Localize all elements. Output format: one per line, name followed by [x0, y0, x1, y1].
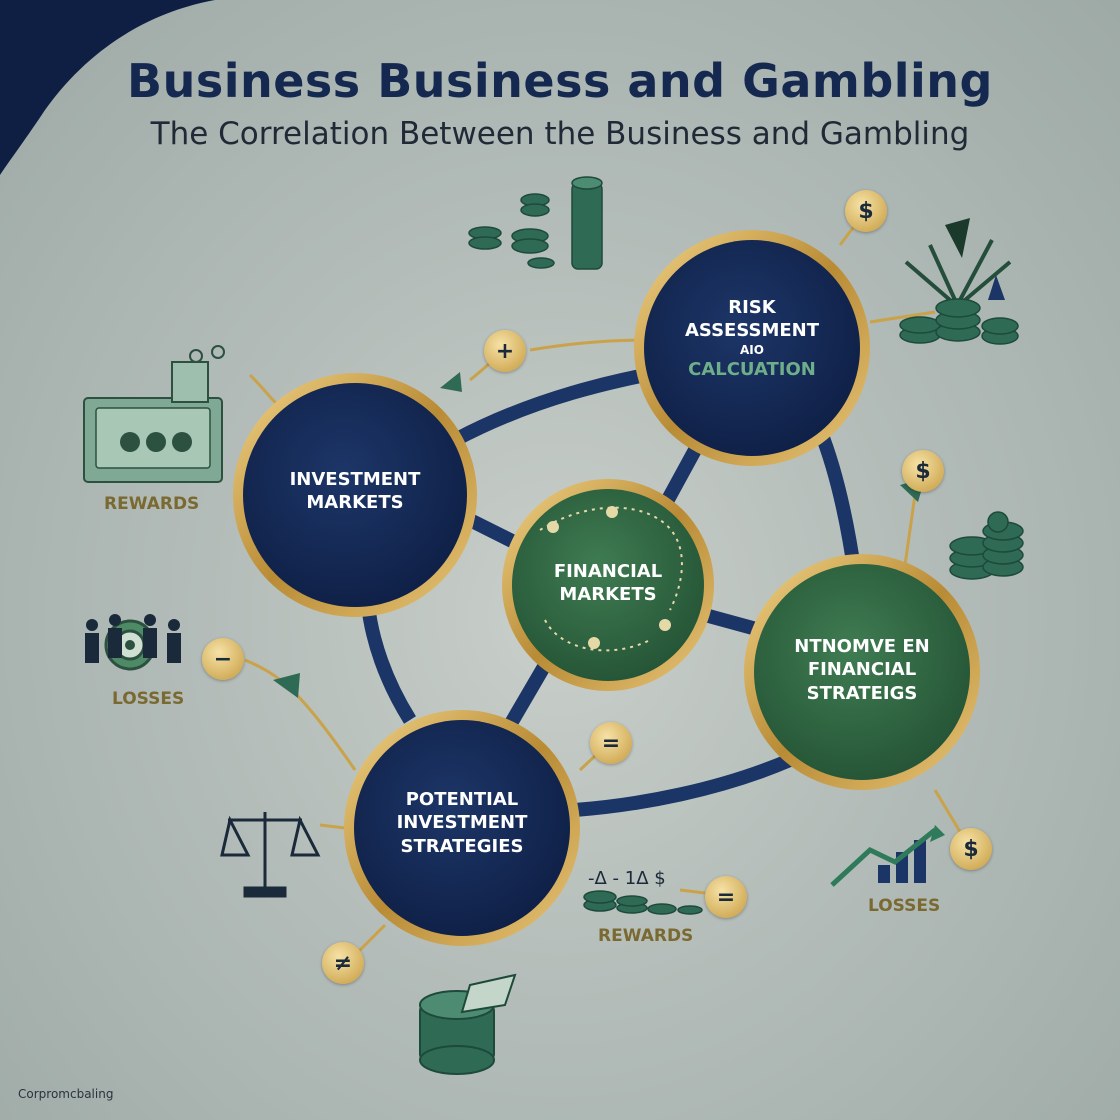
equals-badge-icon: = [590, 722, 632, 764]
rewards-label: REWARDS [104, 494, 200, 514]
balance-scale-icon [220, 812, 321, 898]
risk-assessment-label: RISK ASSESSMENT AIO CALCUATION [684, 297, 819, 381]
financial-markets-label: FINANCIAL MARKETS [553, 561, 663, 606]
not-equal-badge-icon: ≠ [322, 942, 364, 984]
growth-chart-icon [899, 218, 1019, 345]
dollar-badge-icon: $ [950, 828, 992, 870]
bar-chart-icon [830, 825, 945, 887]
corner-decoration [0, 0, 215, 175]
dot-marker-icon [547, 521, 559, 533]
losses-label: LOSSES [868, 896, 941, 916]
coin-pile-icon [949, 511, 1024, 580]
node-risk-assessment [634, 230, 870, 466]
node-financial-markets [502, 479, 714, 691]
potential-strategies-label: POTENTIAL INVESTMENT STRATEGIES [396, 789, 528, 857]
dot-marker-icon [659, 619, 671, 631]
equals-badge-icon: = [705, 876, 747, 918]
innovative-strategies-label: NTNOMVE EN FINANCIAL STRATEIGS [794, 636, 930, 704]
dotted-path-decoration [539, 506, 683, 652]
dollar-badge-icon: $ [902, 450, 944, 492]
losses-label: LOSSES [112, 689, 185, 709]
arrow-icon [440, 372, 462, 392]
dollar-badge-icon: $ [845, 190, 887, 232]
rewards-label: REWARDS [598, 926, 694, 946]
reward-machine-icon [83, 345, 225, 483]
arrow-icon [273, 673, 300, 698]
people-target-icon [85, 614, 181, 671]
plus-badge-icon: + [484, 330, 526, 372]
cash-roll-icon [419, 973, 517, 1075]
dot-marker-icon [588, 637, 600, 649]
node-investment-markets [233, 373, 477, 617]
small-values-label: -Δ - 1Δ $ [588, 868, 666, 889]
investment-markets-label: INVESTMENT MARKETS [289, 469, 421, 514]
minus-badge-icon: − [202, 638, 244, 680]
node-potential-strategies [344, 710, 580, 946]
page-subtitle: The Correlation Between the Business and… [150, 116, 970, 152]
footer-credit: Corpromcbaling [18, 1087, 114, 1101]
node-innovative-strategies [744, 554, 980, 790]
dot-marker-icon [606, 506, 618, 518]
page-title: Business Business and Gambling [127, 54, 993, 108]
coin-row-icon [583, 890, 703, 915]
coin-stack-icon [468, 176, 603, 270]
